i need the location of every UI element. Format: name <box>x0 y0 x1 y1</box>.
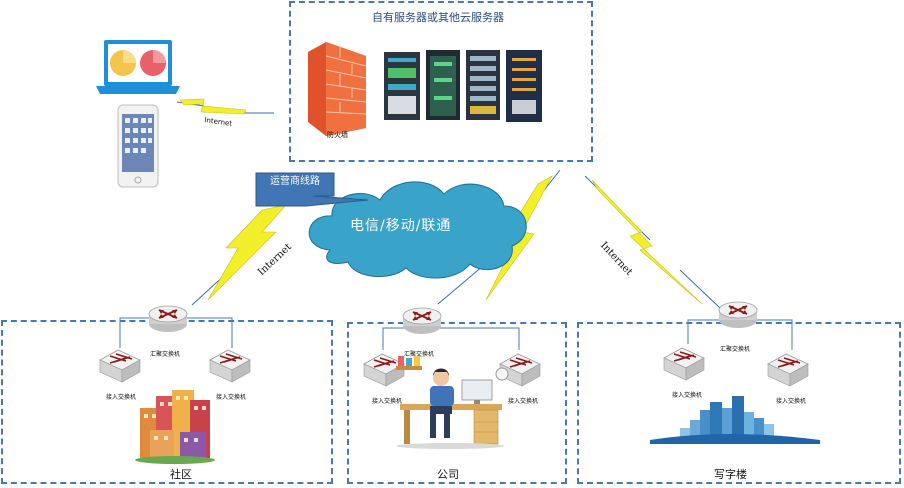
cloud-icon <box>308 181 527 279</box>
community-buildings-icon <box>135 390 215 464</box>
community-core-switch-label: 汇聚交换机 <box>150 351 181 358</box>
company-core-switch-label: 汇聚交换机 <box>404 351 435 358</box>
community-site-label: 社区 <box>170 468 192 481</box>
rack-server-2-icon <box>426 50 460 120</box>
carrier-callout-label: 运营商线路 <box>270 176 320 187</box>
laptop-icon <box>96 40 180 94</box>
office-worker-icon <box>396 356 509 449</box>
server-group-title: 自有服务器或其他云服务器 <box>372 11 504 24</box>
company-site-box <box>347 322 567 484</box>
server-group-box <box>289 1 593 162</box>
rack-server-4-icon <box>506 50 542 122</box>
skyline-icon <box>650 396 820 444</box>
company-site-label: 公司 <box>437 468 459 481</box>
office-access-switch-2-label: 接入交换机 <box>776 398 807 405</box>
office-site-label: 写字楼 <box>714 468 747 481</box>
rack-server-3-icon <box>466 50 500 120</box>
office-access-switch-1-label: 接入交换机 <box>672 392 703 399</box>
lightning-community-link <box>207 204 287 301</box>
community-access-switch-1-label: 接入交换机 <box>106 394 137 401</box>
community-access-switch-2-label: 接入交换机 <box>216 394 247 401</box>
company-access-switch-1-label: 接入交换机 <box>372 398 403 405</box>
smartphone-icon <box>117 104 159 188</box>
lightning-device-link <box>179 98 247 115</box>
office-core-switch-label: 汇聚交换机 <box>720 346 751 353</box>
cloud-label: 电信/移动/联通 <box>350 218 452 234</box>
firewall-icon <box>308 42 367 136</box>
carrier-callout-text: 运营商线路 <box>256 176 334 188</box>
firewall-label: 防火墙 <box>327 131 348 139</box>
lightning-office-link <box>591 179 703 305</box>
rack-server-1-icon <box>384 52 420 120</box>
company-access-switch-2-label: 接入交换机 <box>508 398 539 405</box>
